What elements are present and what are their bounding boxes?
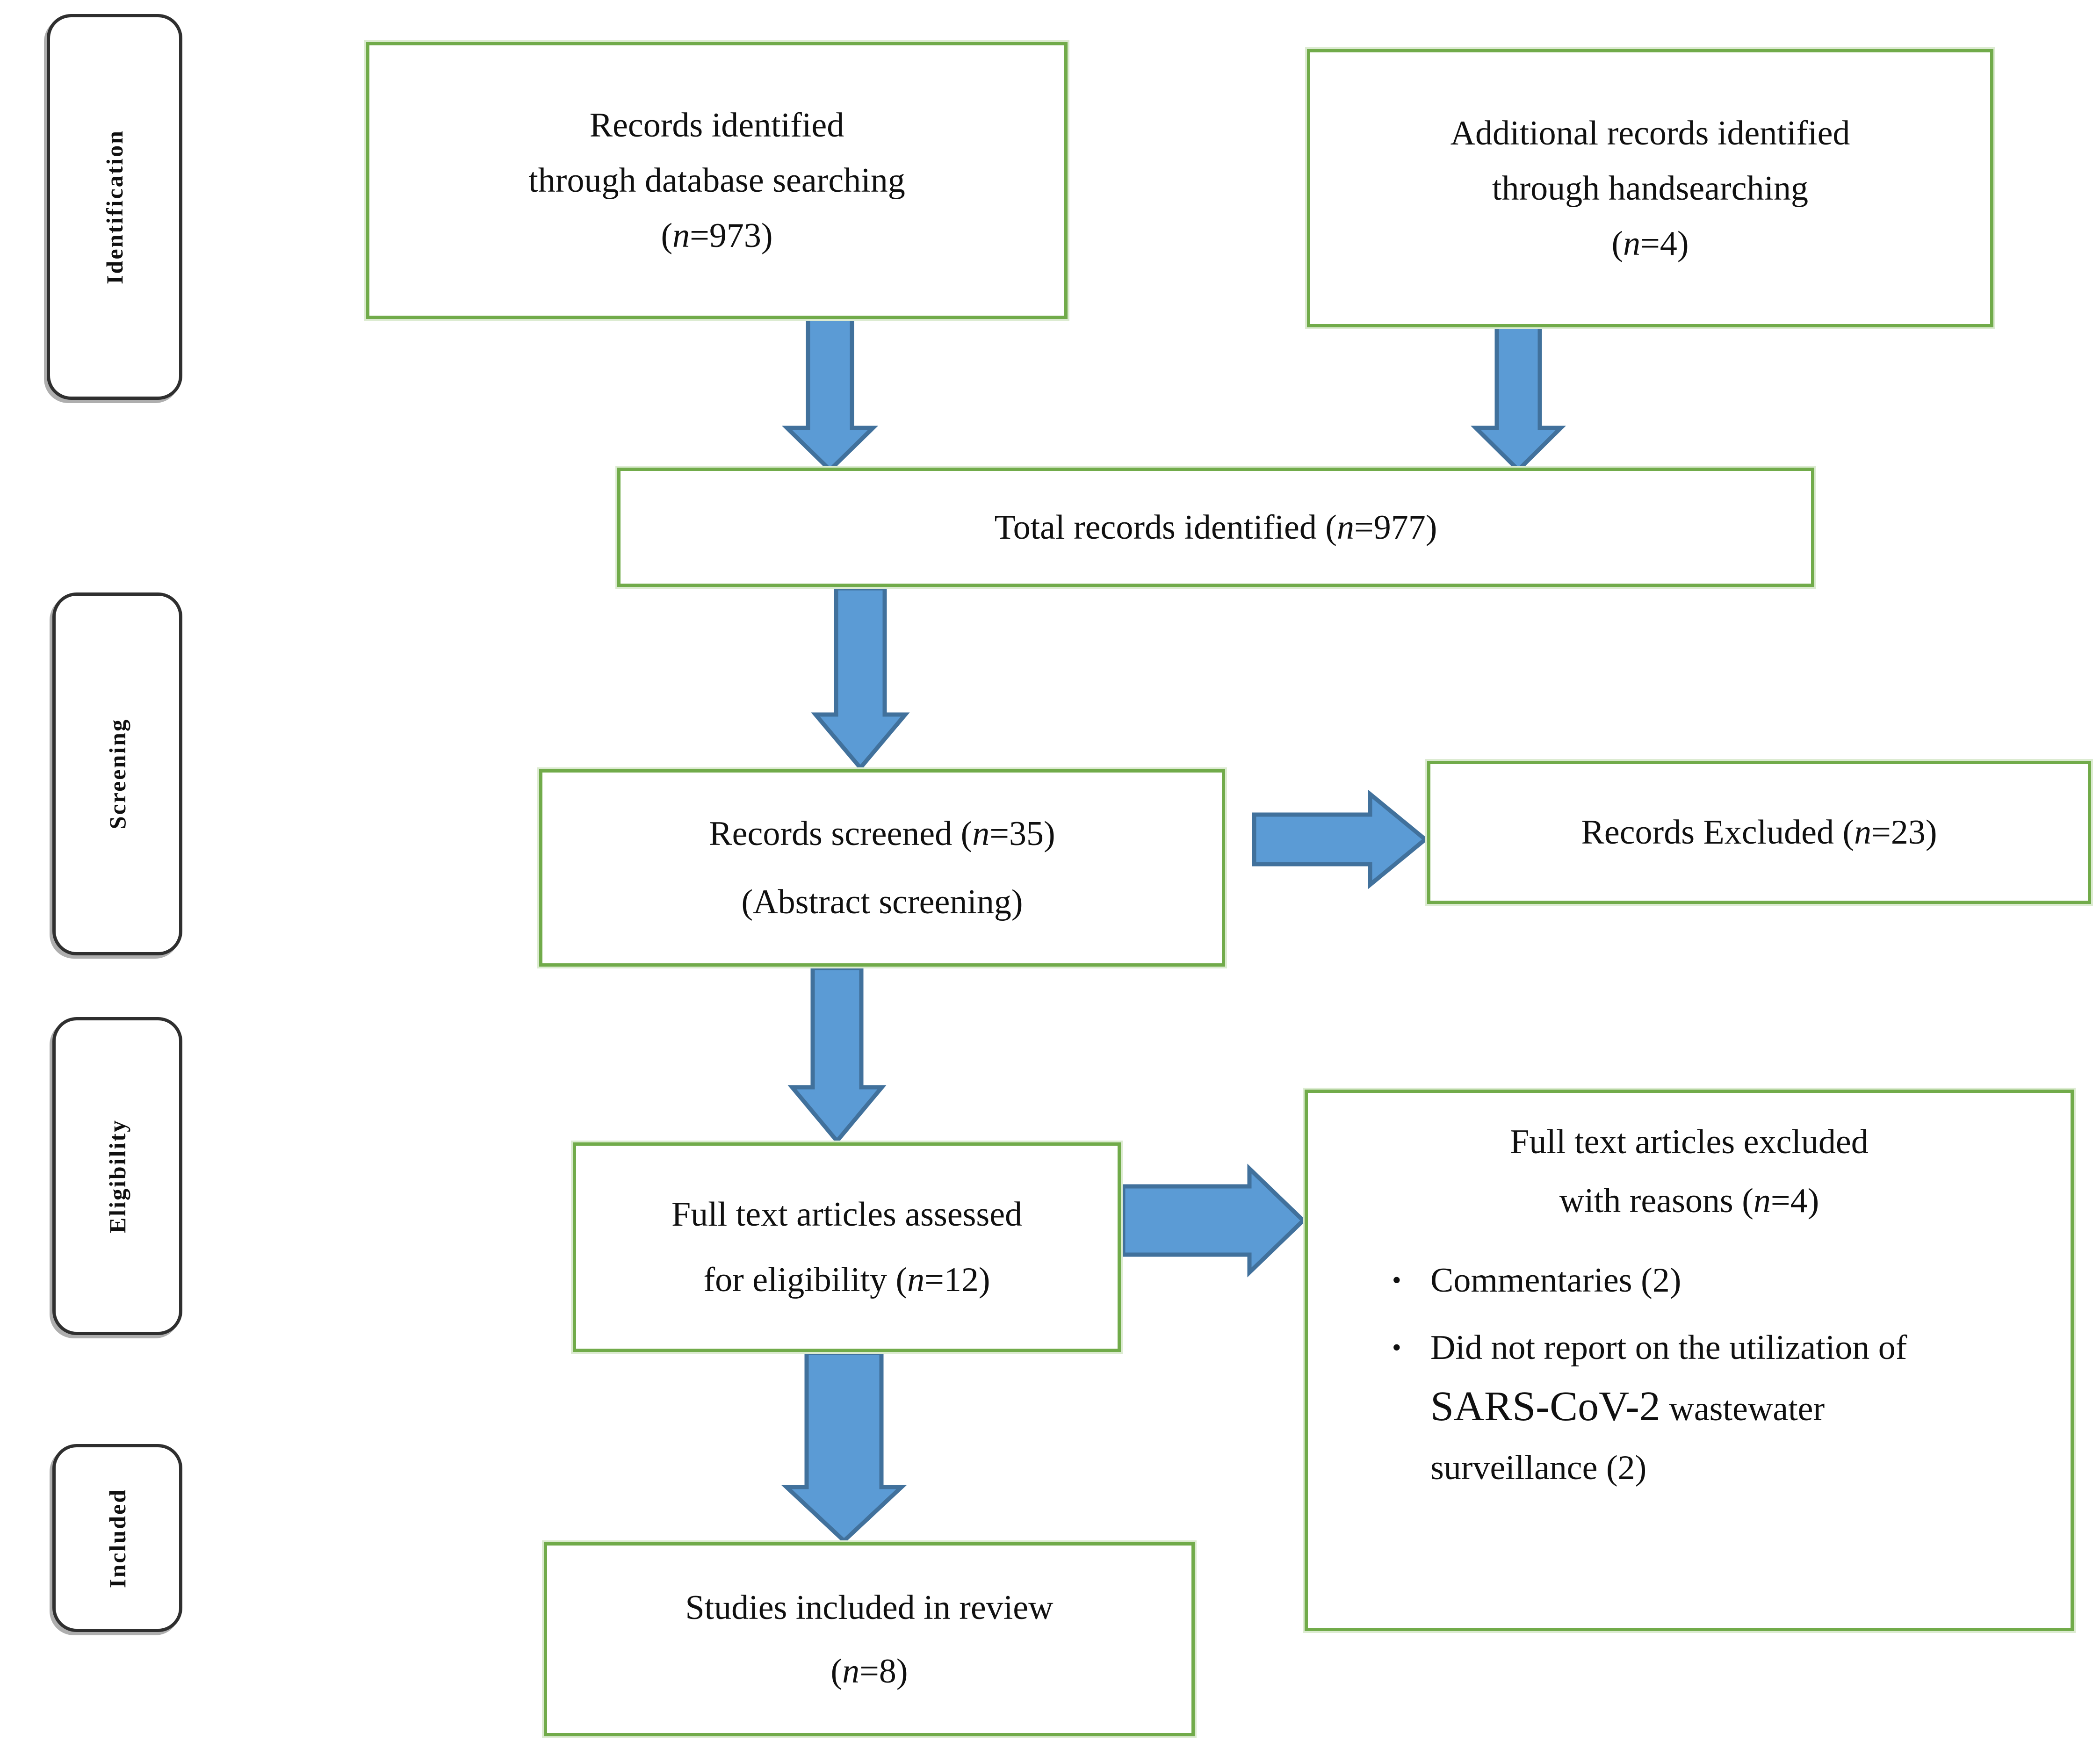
box-studies-included-line2: (n=8) <box>830 1640 908 1703</box>
box-records-screened: Records screened (n=35) (Abstract screen… <box>537 767 1227 968</box>
count-post: =4) <box>1640 224 1689 263</box>
box-fulltext-excluded-line1: Full text articles excluded <box>1510 1123 1869 1161</box>
exclusion-reason-item: • Did not report on the utilization of S… <box>1392 1318 2071 1497</box>
exclusion-reason-item: • Commentaries (2) <box>1392 1251 2071 1310</box>
text-post: =35) <box>989 815 1055 853</box>
stage-included: Included <box>52 1444 182 1632</box>
stage-included-label: Included <box>104 1488 130 1588</box>
bullet-icon: • <box>1392 1333 1401 1362</box>
exclusion-reason-list: • Commentaries (2) • Did not report on t… <box>1308 1242 2071 1497</box>
box-fulltext-assessed-line2: for eligibility (n=12) <box>703 1247 990 1313</box>
box-total-records-text: Total records identified (n=977) <box>995 500 1437 555</box>
box-records-screened-line1: Records screened (n=35) <box>709 800 1055 868</box>
stage-screening-label: Screening <box>104 718 130 830</box>
arrow-fulltext-to-included <box>781 1351 907 1544</box>
box-fulltext-assessed: Full text articles assessed for eligibil… <box>571 1141 1123 1354</box>
box-studies-included-line1: Studies included in review <box>685 1588 1054 1627</box>
text-pre: with reasons ( <box>1559 1182 1754 1220</box>
box-records-screened-line2: (Abstract screening) <box>741 883 1023 921</box>
box-fulltext-excluded-line2: with reasons (n=4) <box>1308 1171 2071 1230</box>
count-post: =973) <box>690 217 773 255</box>
box-records-identified-line1: Records identified <box>589 106 844 144</box>
text-n: n <box>907 1261 925 1299</box>
count-n: n <box>672 217 690 255</box>
text-post: =4) <box>1770 1182 1819 1220</box>
box-additional-records-line2: through handsearching <box>1492 169 1809 208</box>
bullet-icon: • <box>1392 1266 1401 1295</box>
box-records-excluded-text: Records Excluded (n=23) <box>1581 805 1937 860</box>
text-pre: Did not report on the utilization of <box>1430 1329 1907 1367</box>
box-records-excluded: Records Excluded (n=23) <box>1425 759 2093 906</box>
arrow-handsearch-to-total <box>1471 321 1566 473</box>
text-post: =977) <box>1354 508 1437 547</box>
arrow-database-to-total <box>781 306 879 473</box>
text-emphasis: SARS-CoV-2 <box>1430 1383 1660 1430</box>
text-n: n <box>842 1652 860 1690</box>
count-pre: ( <box>661 217 673 255</box>
exclusion-reason-text: Commentaries (2) <box>1430 1261 1681 1300</box>
box-records-identified: Records identified through database sear… <box>364 40 1069 321</box>
arrow-fulltext-to-excluded-reasons <box>1121 1163 1306 1278</box>
stage-identification-label: Identification <box>101 130 128 284</box>
text-post: =8) <box>859 1652 908 1690</box>
box-additional-records-count: (n=4) <box>1611 216 1689 271</box>
text-post: =12) <box>924 1261 990 1299</box>
box-fulltext-assessed-line1: Full text articles assessed <box>671 1195 1023 1234</box>
text-n: n <box>1753 1182 1771 1220</box>
count-pre: ( <box>1611 224 1624 263</box>
stage-screening: Screening <box>52 592 182 955</box>
count-n: n <box>1623 224 1641 263</box>
text-post: wastewater surveillance (2) <box>1430 1390 1825 1487</box>
box-additional-records: Additional records identified through ha… <box>1305 47 1995 329</box>
box-additional-records-line1: Additional records identified <box>1450 114 1850 152</box>
text-pre: Records Excluded ( <box>1581 813 1855 852</box>
text-pre: Records screened ( <box>709 815 973 853</box>
stage-identification: Identification <box>47 14 182 400</box>
box-fulltext-excluded: Full text articles excluded with reasons… <box>1303 1088 2076 1633</box>
text-pre: ( <box>830 1652 843 1690</box>
text-n: n <box>1854 813 1872 852</box>
text-n: n <box>972 815 990 853</box>
box-studies-included: Studies included in review (n=8) <box>542 1540 1197 1738</box>
box-records-identified-line2: through database searching <box>528 161 905 200</box>
text-post: =23) <box>1871 813 1937 852</box>
text-n: n <box>1337 508 1355 547</box>
text-pre: Total records identified ( <box>994 508 1337 547</box>
arrow-screened-to-fulltext <box>787 966 887 1145</box>
arrow-screened-to-excluded <box>1252 789 1429 889</box>
box-records-identified-count: (n=973) <box>661 208 772 263</box>
text-pre: for eligibility ( <box>703 1261 908 1299</box>
box-total-records: Total records identified (n=977) <box>615 466 1816 589</box>
stage-eligibility: Eligibility <box>52 1017 182 1335</box>
stage-eligibility-label: Eligibility <box>104 1119 130 1234</box>
arrow-total-to-screened <box>811 586 910 771</box>
exclusion-reason-text: Did not report on the utilization of SAR… <box>1430 1318 1947 1497</box>
